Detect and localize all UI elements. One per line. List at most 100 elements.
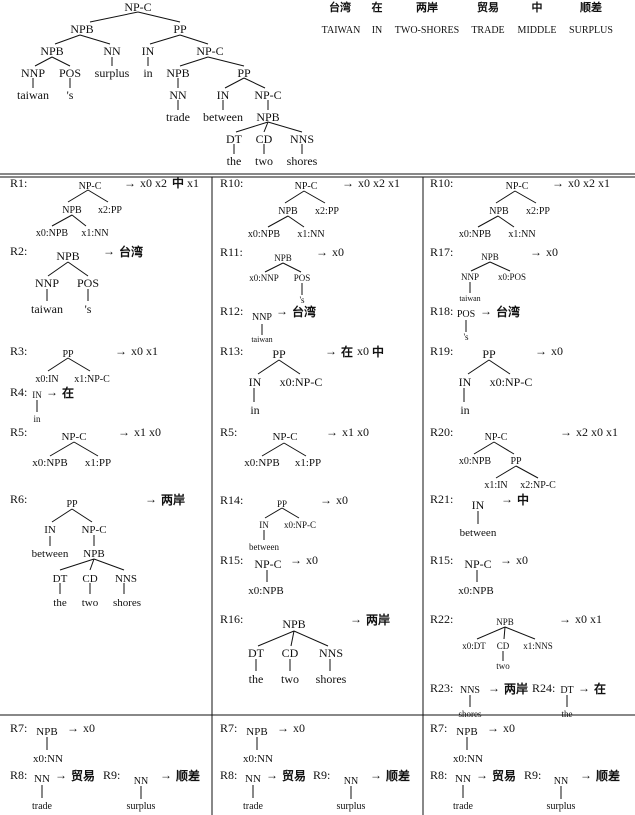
r13-arrow: → bbox=[325, 344, 337, 358]
top-pos-label: POS bbox=[59, 66, 81, 80]
r13-rhs-cn2: 中 bbox=[372, 344, 384, 359]
r9b-arrow: → bbox=[370, 768, 382, 782]
r9b-surplus: surplus bbox=[337, 801, 366, 812]
r21-id: R21: bbox=[430, 492, 453, 506]
r4-id: R4: bbox=[10, 385, 27, 399]
r15c-x0npb: x0:NPB bbox=[458, 585, 493, 597]
align-cn-1: 在 bbox=[372, 0, 383, 14]
r11-pos: POS bbox=[294, 273, 311, 283]
r7-root: NPB bbox=[36, 726, 57, 738]
r3-x1npc: x1:NP-C bbox=[74, 374, 110, 385]
top-trade-word: trade bbox=[166, 110, 190, 124]
r9b-rhs-cn: 顺差 bbox=[386, 768, 410, 783]
r7b-rhs: x0 bbox=[293, 721, 305, 735]
r15b-rhs: x0 bbox=[306, 553, 318, 567]
r3-arrow: → bbox=[115, 344, 127, 358]
r7c-id: R7: bbox=[430, 721, 447, 735]
r18-arrow: → bbox=[480, 304, 492, 318]
r16-the: the bbox=[249, 672, 264, 686]
r17-rhs: x0 bbox=[546, 245, 558, 259]
rule-r5: R5: NP-C x0:NPB x1:PP → x1 x0 bbox=[10, 425, 161, 469]
rule-r15-col3: R15: NP-C x0:NPB → x0 bbox=[430, 553, 528, 597]
rule-r1: R1: NP-C NPB x2:PP x0:NPB x1:NN → x0 x2 … bbox=[10, 175, 199, 239]
r6-id: R6: bbox=[10, 492, 27, 506]
r7-rhs: x0 bbox=[83, 721, 95, 735]
r20-x0npb: x0:NPB bbox=[459, 456, 492, 467]
r22-cd: CD bbox=[497, 641, 510, 651]
r12-rhs-cn: 台湾 bbox=[292, 304, 316, 319]
top-npb-label: NPB bbox=[70, 22, 93, 36]
r12-root: NNP bbox=[252, 312, 272, 323]
r7-id: R7: bbox=[10, 721, 27, 735]
r11-rhs: x0 bbox=[332, 245, 344, 259]
r9-rhs-cn: 顺差 bbox=[176, 768, 200, 783]
rule-r15-col2: R15: NP-C x0:NPB → x0 bbox=[220, 553, 318, 597]
r2-nnp: NNP bbox=[35, 276, 59, 290]
r9-id: R9: bbox=[103, 768, 120, 782]
r2-taiwan: taiwan bbox=[31, 302, 63, 316]
column-1: R1: NP-C NPB x2:PP x0:NPB x1:NN → x0 x2 … bbox=[10, 175, 200, 812]
rule-r10-col3: R10: NP-C NPB x2:PP x0:NPB x1:NN → x0 x2… bbox=[430, 176, 610, 240]
top-between-word: between bbox=[203, 110, 243, 124]
top-pp2-label: PP bbox=[237, 66, 251, 80]
r17-x0pos: x0:POS bbox=[498, 272, 526, 282]
r10c-id: R10: bbox=[430, 176, 453, 190]
r2-pos: POS bbox=[77, 276, 99, 290]
r21-between: between bbox=[460, 527, 497, 539]
r7b-root: NPB bbox=[246, 726, 267, 738]
r5b-x0npb: x0:NPB bbox=[244, 457, 279, 469]
r8c-arrow: → bbox=[476, 768, 488, 782]
r24-arrow: → bbox=[578, 681, 590, 695]
r14-id: R14: bbox=[220, 493, 243, 507]
r2-pos-word: 's bbox=[85, 302, 92, 316]
r8c-id: R8: bbox=[430, 768, 447, 782]
rule-r7-col3: R7: NPB x0:NN → x0 bbox=[430, 721, 515, 765]
r22-arrow: → bbox=[559, 612, 571, 626]
r6-cd: CD bbox=[82, 573, 97, 585]
r8-rhs-cn: 贸易 bbox=[71, 768, 95, 783]
r16-id: R16: bbox=[220, 612, 243, 626]
r10c-root: NP-C bbox=[506, 181, 529, 192]
r5-root: NP-C bbox=[61, 431, 86, 443]
r13-rhs: x0 bbox=[357, 344, 369, 358]
r5-id: R5: bbox=[10, 425, 27, 439]
r12-id: R12: bbox=[220, 304, 243, 318]
r24-the: the bbox=[562, 709, 573, 719]
r20-pp: PP bbox=[510, 456, 522, 467]
top-shores-word: shores bbox=[287, 154, 318, 168]
rule-r20: R20: NP-C x0:NPB PP x1:IN x2:NP-C → x2 x… bbox=[430, 425, 618, 491]
top-parse-tree bbox=[32, 11, 303, 154]
column-3: R10: NP-C NPB x2:PP x0:NPB x1:NN → x0 x2… bbox=[430, 176, 620, 812]
r16-arrow: → bbox=[350, 612, 362, 626]
r6-rhs-cn: 两岸 bbox=[161, 492, 185, 507]
top-cd-label: CD bbox=[256, 132, 273, 146]
r24-root: DT bbox=[560, 685, 573, 696]
r9-arrow: → bbox=[160, 768, 172, 782]
rule-r8-col2: R8: NN trade → 贸易 bbox=[220, 768, 306, 812]
r14-rhs: x0 bbox=[336, 493, 348, 507]
rule-r3: R3: PP x0:IN x1:NP-C → x0 x1 bbox=[10, 344, 158, 385]
r9c-surplus: surplus bbox=[547, 801, 576, 812]
r1-x0npb: x0:NPB bbox=[36, 228, 69, 239]
r16-nns: NNS bbox=[319, 646, 343, 660]
r7b-arrow: → bbox=[277, 721, 289, 735]
r5b-arrow: → bbox=[326, 425, 338, 439]
rule-r19: R19: PP IN x0:NP-C in → x0 bbox=[430, 344, 563, 417]
r9b-id: R9: bbox=[313, 768, 330, 782]
r16-root: NPB bbox=[282, 617, 305, 631]
top-pos-word: 's bbox=[67, 88, 74, 102]
r16-two: two bbox=[281, 672, 299, 686]
align-cn-3: 贸易 bbox=[477, 0, 499, 14]
rule-r7-col2: R7: NPB x0:NN → x0 bbox=[220, 721, 305, 765]
r7-arrow: → bbox=[67, 721, 79, 735]
top-two-word: two bbox=[255, 154, 273, 168]
top-taiwan-word: taiwan bbox=[17, 88, 49, 102]
r10b-rhs: x0 x2 x1 bbox=[358, 176, 400, 190]
r1-x1nn: x1:NN bbox=[81, 228, 108, 239]
r7b-x0nn: x0:NN bbox=[243, 753, 273, 765]
r13-root: PP bbox=[272, 347, 286, 361]
r9c-rhs-cn: 顺差 bbox=[596, 768, 620, 783]
r9-surplus: surplus bbox=[127, 801, 156, 812]
r5-rhs: x1 x0 bbox=[134, 425, 161, 439]
r3-id: R3: bbox=[10, 344, 27, 358]
